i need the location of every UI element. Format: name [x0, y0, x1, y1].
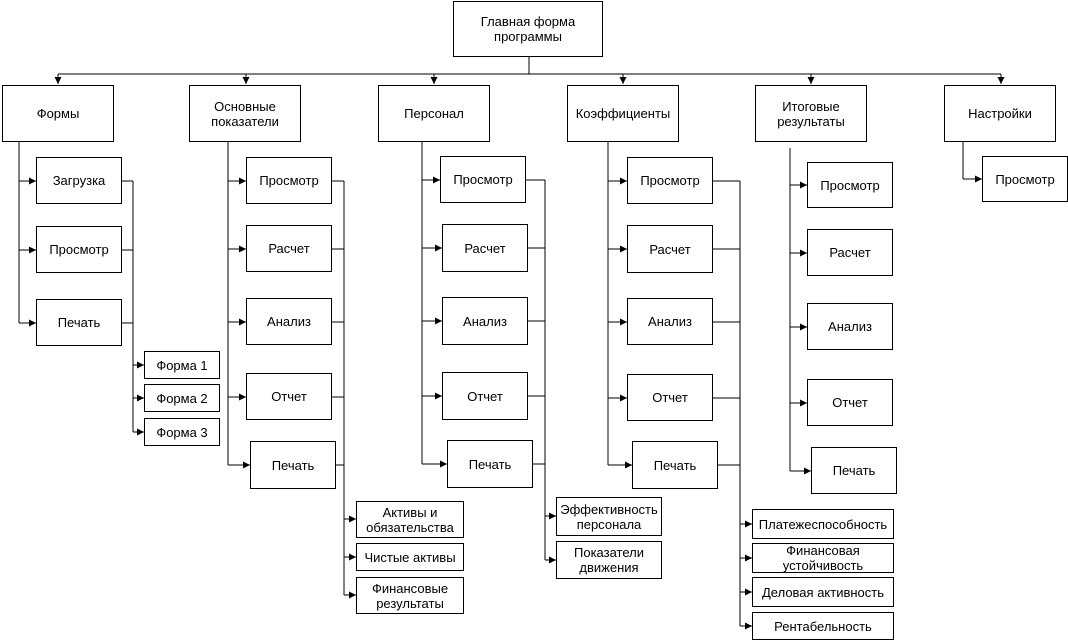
node-coef-view[interactable]: Просмотр	[627, 157, 713, 204]
node-settings-view[interactable]: Просмотр	[982, 156, 1068, 202]
node-form-3[interactable]: Форма 3	[144, 418, 220, 446]
node-settings[interactable]: Настройки	[944, 85, 1056, 142]
node-results-print[interactable]: Печать	[811, 447, 897, 494]
node-final-results[interactable]: Итоговые результаты	[755, 85, 867, 142]
node-financial-stability[interactable]: Финансовая устойчивость	[752, 543, 894, 573]
node-forms-view[interactable]: Просмотр	[36, 226, 122, 273]
node-personnel[interactable]: Персонал	[378, 85, 490, 142]
node-personnel-efficiency[interactable]: Эффективность персонала	[556, 497, 662, 536]
node-results-calc[interactable]: Расчет	[807, 229, 893, 276]
node-coef-report[interactable]: Отчет	[627, 374, 713, 421]
node-movement-indicators[interactable]: Показатели движения	[556, 541, 662, 579]
node-indicators-print[interactable]: Печать	[250, 441, 336, 489]
node-indicators-report[interactable]: Отчет	[246, 373, 332, 420]
node-form-1[interactable]: Форма 1	[144, 351, 220, 379]
node-personnel-analysis[interactable]: Анализ	[442, 297, 528, 345]
node-coef-print[interactable]: Печать	[632, 441, 718, 489]
node-personnel-report[interactable]: Отчет	[442, 372, 528, 420]
node-personnel-print[interactable]: Печать	[447, 440, 533, 488]
node-assets-liabilities[interactable]: Активы и обязательства	[356, 501, 464, 538]
node-indicators-view[interactable]: Просмотр	[246, 157, 332, 204]
node-coef-calc[interactable]: Расчет	[627, 225, 713, 273]
node-indicators-calc[interactable]: Расчет	[246, 225, 332, 272]
node-forms-load[interactable]: Загрузка	[36, 157, 122, 204]
node-main-form[interactable]: Главная форма программы	[453, 1, 603, 57]
node-personnel-view[interactable]: Просмотр	[440, 156, 526, 203]
node-results-report[interactable]: Отчет	[807, 379, 893, 426]
node-main-indicators[interactable]: Основные показатели	[189, 85, 301, 142]
node-financial-results[interactable]: Финансовые результаты	[356, 577, 464, 614]
node-forms-print[interactable]: Печать	[36, 299, 122, 346]
node-forms[interactable]: Формы	[2, 85, 114, 142]
node-results-analysis[interactable]: Анализ	[807, 303, 893, 350]
node-solvency[interactable]: Платежеспособность	[752, 509, 894, 539]
node-coef-analysis[interactable]: Анализ	[627, 298, 713, 345]
node-results-view[interactable]: Просмотр	[807, 162, 893, 208]
node-indicators-analysis[interactable]: Анализ	[246, 298, 332, 345]
node-form-2[interactable]: Форма 2	[144, 384, 220, 412]
node-personnel-calc[interactable]: Расчет	[442, 224, 528, 272]
node-business-activity[interactable]: Деловая активность	[752, 577, 894, 607]
node-net-assets[interactable]: Чистые активы	[356, 543, 464, 571]
node-profitability[interactable]: Рентабельность	[752, 612, 894, 640]
node-coefficients[interactable]: Коэффициенты	[567, 85, 679, 142]
